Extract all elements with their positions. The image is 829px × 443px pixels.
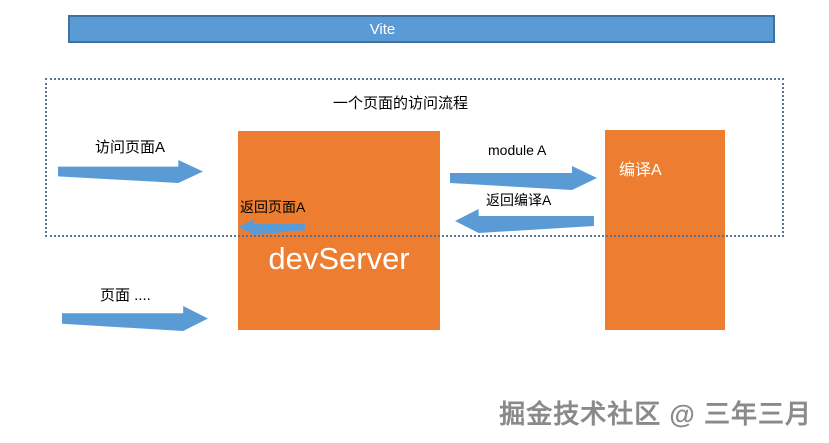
arrow-right-module-a xyxy=(450,166,597,190)
label-page-more: 页面 .... xyxy=(100,287,151,304)
vite-bar-label: Vite xyxy=(369,20,396,38)
label-return-page-a: 返回页面A xyxy=(240,199,306,215)
arrow-right-page-more xyxy=(62,306,208,331)
vite-bar: Vite xyxy=(68,15,775,43)
node-dev-server-label: devServer xyxy=(268,241,410,276)
arrow-left-return-compile-a xyxy=(455,209,594,233)
arrow-right-visit-page-a xyxy=(58,160,203,183)
watermark-text: 掘金技术社区 @ 三年三月 xyxy=(499,399,812,429)
label-return-compile-a: 返回编译A xyxy=(486,192,552,208)
label-visit-page-a: 访问页面A xyxy=(95,139,166,156)
flow-title: 一个页面的访问流程 xyxy=(333,95,469,112)
label-module-a: module A xyxy=(488,142,547,158)
node-compile-a: 编译A xyxy=(605,130,725,330)
node-compile-a-label: 编译A xyxy=(619,162,662,179)
